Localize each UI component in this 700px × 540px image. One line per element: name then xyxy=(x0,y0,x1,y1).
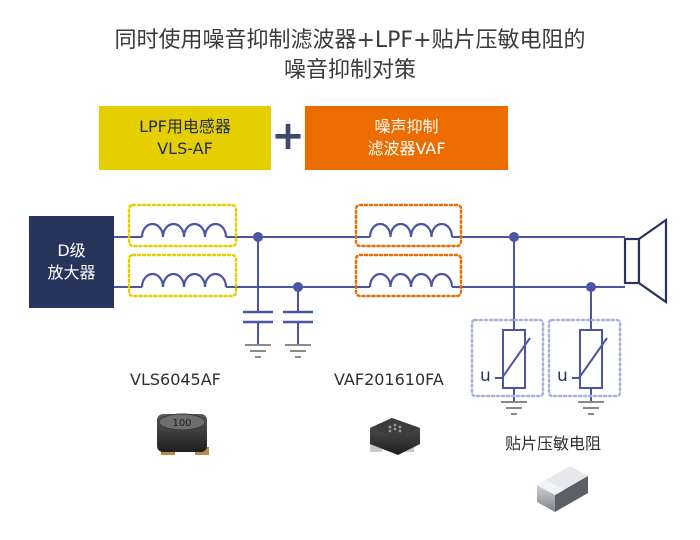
plus-sign: + xyxy=(271,113,305,159)
ground-icon-varistor1 xyxy=(501,401,527,415)
vaf-outline-top xyxy=(354,203,463,248)
vaf-box-line-2: 滤波器VAF xyxy=(367,139,446,158)
inductor-coils xyxy=(140,222,454,288)
lpf-inductor-box: LPF用电感器 VLS-AF xyxy=(99,106,271,170)
capacitors xyxy=(243,310,313,324)
vaf-inductor-bottom xyxy=(368,272,454,288)
node-cap2 xyxy=(293,282,303,292)
varistor-outlines xyxy=(470,318,622,398)
varistor-label: 贴片压敏电阻 xyxy=(505,434,602,453)
lpf-outlines xyxy=(127,203,238,298)
node-varistor1 xyxy=(509,232,519,242)
node-varistor2 xyxy=(586,282,596,292)
ground-icon-cap2 xyxy=(285,344,311,358)
varistor1-body xyxy=(502,329,526,389)
speaker-cone xyxy=(637,217,668,305)
varistor2-u-label: u xyxy=(557,366,568,386)
varistor1-outline xyxy=(470,318,545,398)
vaf-inductor-top xyxy=(368,222,454,238)
varistor-symbols xyxy=(495,329,608,389)
node-cap1 xyxy=(253,232,263,242)
lpf-box-line-1: LPF用电感器 xyxy=(139,117,231,136)
chip-varistor-image xyxy=(537,466,588,512)
title-line-2: 噪音抑制对策 xyxy=(283,58,416,83)
class-d-amplifier-block: D级 放大器 xyxy=(29,216,114,308)
varistor2-outline xyxy=(547,318,622,398)
speaker-magnet xyxy=(623,237,641,285)
vls-part-label: VLS6045AF xyxy=(130,370,221,389)
amplifier-line-1: D级 xyxy=(57,241,86,260)
lpf-box-line-2: VLS-AF xyxy=(157,139,213,158)
lpf-inductor-bottom xyxy=(140,272,228,288)
vaf-outline-bottom xyxy=(354,253,463,298)
page-title: 同时使用噪音抑制滤波器+LPF+贴片压敏电阻的 噪音抑制对策 xyxy=(0,26,700,86)
vaf-part-label: VAF201610FA xyxy=(334,370,444,389)
junction-nodes xyxy=(253,232,596,292)
ground-icon-varistor2 xyxy=(578,401,604,415)
vls-inductor-chip-image: 100 xyxy=(157,413,209,455)
lpf-inductor-top xyxy=(140,222,228,238)
amplifier-line-2: 放大器 xyxy=(47,263,96,282)
lpf-outline-top xyxy=(127,203,238,248)
lpf-outline-bottom xyxy=(127,253,238,298)
ground-icon-cap1 xyxy=(245,344,271,358)
title-line-1: 同时使用噪音抑制滤波器+LPF+贴片压敏电阻的 xyxy=(114,28,586,53)
vls-chip-marking: 100 xyxy=(172,418,191,429)
varistor1-u-label: u xyxy=(480,366,491,386)
vaf-filter-chip-image xyxy=(370,418,420,455)
varistor2-body xyxy=(579,329,603,389)
varistor1-slash xyxy=(495,337,531,379)
speaker-icon xyxy=(623,217,668,305)
vaf-outlines xyxy=(354,203,463,298)
vaf-filter-box: 噪声抑制 滤波器VAF xyxy=(305,106,508,170)
vaf-box-line-1: 噪声抑制 xyxy=(374,117,439,136)
ground-symbols xyxy=(245,344,604,415)
varistor2-slash xyxy=(572,337,608,379)
